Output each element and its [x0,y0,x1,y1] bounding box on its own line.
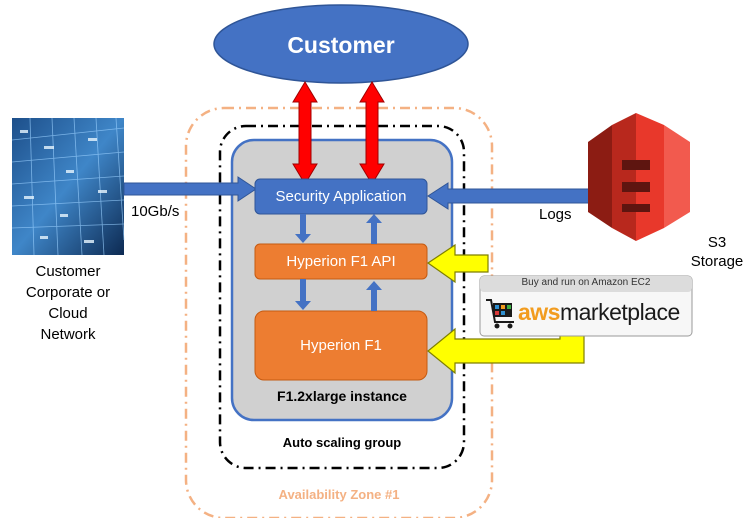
customer-traffic-arrow-left [292,81,318,185]
hyperion-api-label: Hyperion F1 API [286,253,396,270]
network-label-line: Customer [35,263,101,280]
f1-to-api-arrow [366,281,382,311]
marketplace-brand-suffix: marketplace [559,299,680,325]
network-label-line: Cloud [48,305,88,322]
security-to-api-arrow [295,214,311,243]
customer-label: Customer [287,31,395,58]
availability-zone-label: Availability Zone #1 [278,487,400,502]
customer-ellipse [213,4,469,84]
marketplace-brand-prefix: aws [518,299,560,325]
link-speed-label: 10Gb/s [131,203,180,220]
hyperion-f1-box [254,310,428,381]
marketplace-wordmark: awsmarketplace [518,299,680,326]
logs-label: Logs [539,206,572,223]
storage-label-line: Storage [690,253,744,270]
auto-scaling-group-boundary [218,124,466,470]
security-application-label: Security Application [275,188,407,205]
api-to-security-arrow [366,214,382,244]
network-label: Customer Corporate or Cloud Network [0,261,136,345]
logs-arrow [427,182,595,210]
network-label-line: Corporate or [25,284,111,301]
auto-scaling-group-label: Auto scaling group [282,435,402,450]
network-to-security-arrow [123,176,257,202]
hyperion-f1-label: Hyperion F1 [300,337,382,354]
storage-label: S3 Storage [690,233,744,271]
storage-label-line: S3 [707,234,727,251]
instance-label: F1.2xlarge instance [277,388,407,404]
s3-bucket-icon [588,113,690,241]
inner-flow-arrows [295,214,382,311]
network-label-line: Network [40,326,96,343]
security-application-box [254,178,428,215]
network-image [11,117,125,256]
marketplace-tagline: Buy and run on Amazon EC2 [521,277,651,288]
customer-traffic-arrow-right [359,81,385,185]
marketplace-badge [479,275,693,337]
hyperion-api-box [254,243,428,280]
shopping-cart-icon [486,299,514,329]
marketplace-to-api-arrow [426,243,489,284]
api-to-f1-arrow [295,279,311,310]
